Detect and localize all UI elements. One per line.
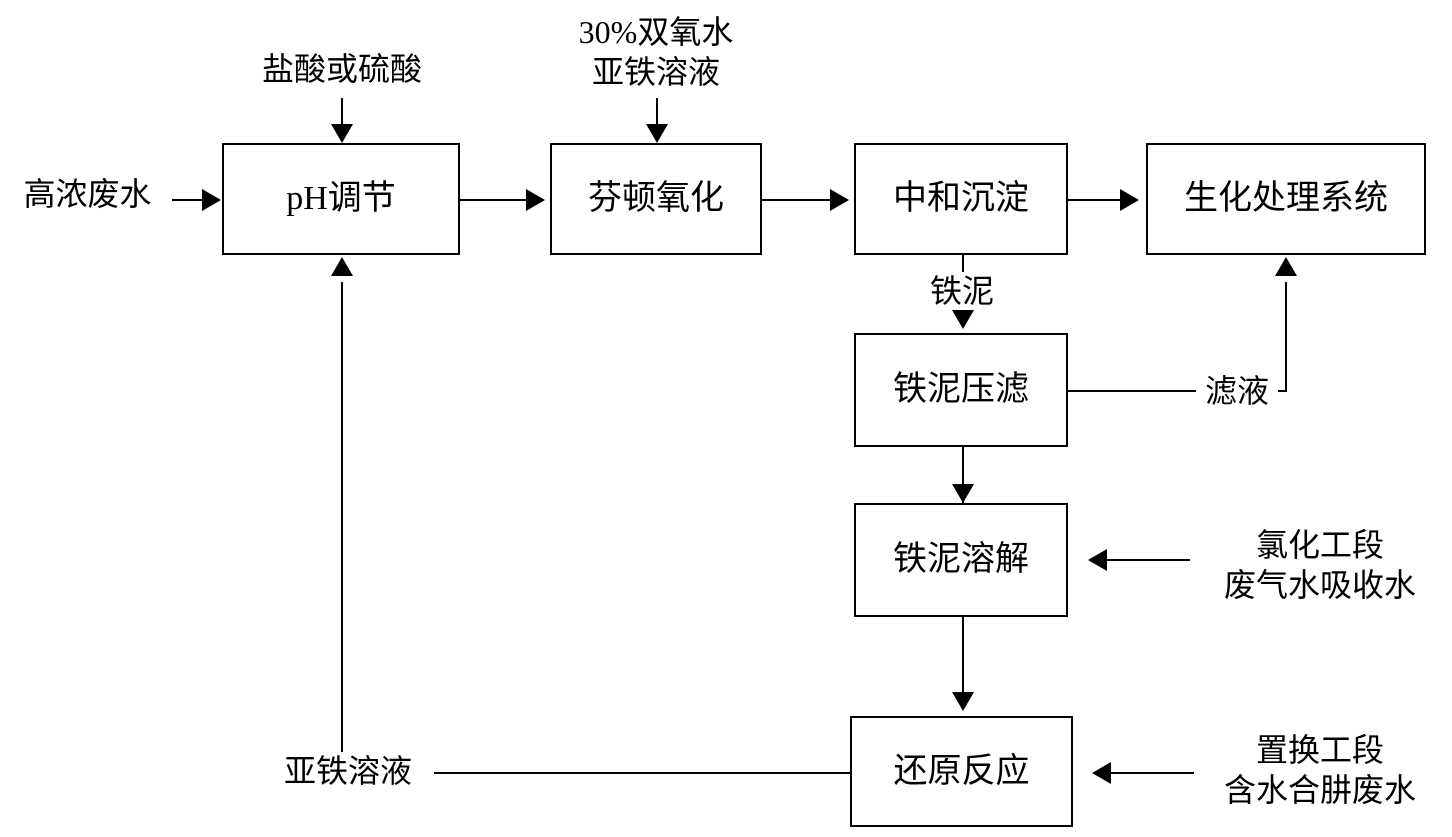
arrowhead-chlorination-to-dissolve [1088,549,1107,571]
label-peroxide-ferrous: 30%双氧水 亚铁溶液 [540,12,772,92]
arrowhead-displacement-to-reduce [1092,762,1111,784]
node-iron-sludge-filter-press[interactable]: 铁泥压滤 [854,333,1068,447]
label-displacement-line1: 置换工段 [1255,732,1384,768]
arrowhead-press-to-bio [1275,257,1297,276]
node-reduction-reaction-label: 还原反应 [893,752,1030,790]
node-iron-sludge-dissolution[interactable]: 铁泥溶解 [854,503,1068,617]
edge-reduce-to-ph-horizontal [341,772,852,774]
edge-displacement-to-reduce [1110,772,1194,774]
edge-acid-to-ph [341,98,343,128]
label-ferrous-return: 亚铁溶液 [262,752,434,791]
arrowhead-ph-to-fenton [526,189,545,211]
node-ph-adjust-label: pH调节 [286,180,396,218]
arrowhead-neutral-to-press [952,310,974,329]
label-acid: 盐酸或硫酸 [226,50,458,88]
node-reduction-reaction[interactable]: 还原反应 [850,716,1073,827]
label-ferrous-return-text: 亚铁溶液 [283,753,412,789]
node-biochemical-treatment-system-label: 生化处理系统 [1184,180,1388,218]
node-iron-sludge-dissolution-label: 铁泥溶解 [893,541,1029,579]
node-fenton-oxidation[interactable]: 芬顿氧化 [550,143,762,255]
edge-press-to-bio-vertical [1285,282,1287,392]
label-iron-sludge: 铁泥 [895,272,1029,311]
edge-press-to-bio-horizontal [1068,390,1285,392]
edge-chlorination-to-dissolve [1106,559,1190,561]
edge-dissolve-to-reduce [962,617,964,693]
edge-press-to-dissolve [962,447,964,503]
label-displacement-hydrazine-wastewater: 置换工段 含水合肼废水 [1200,730,1440,810]
label-peroxide-line2: 亚铁溶液 [591,54,720,90]
label-filtrate-text: 滤液 [1204,373,1269,409]
arrowhead-dissolve-to-reduce [952,692,974,711]
node-fenton-oxidation-label: 芬顿氧化 [588,180,724,218]
node-biochemical-treatment-system[interactable]: 生化处理系统 [1146,143,1426,255]
node-ph-adjust[interactable]: pH调节 [222,143,460,255]
node-neutralization-precipitation-label: 中和沉淀 [893,180,1029,218]
label-chlorination-absorption-water: 氯化工段 废气水吸收水 [1200,525,1440,605]
edge-reduce-to-ph-vertical [341,282,343,774]
label-iron-sludge-text: 铁泥 [929,273,994,309]
label-chlorination-line1: 氯化工段 [1255,527,1384,563]
edge-ph-to-fenton [460,199,528,201]
label-acid-text: 盐酸或硫酸 [261,51,422,87]
edge-fenton-to-neutral [762,199,832,201]
label-filtrate: 滤液 [1196,372,1278,411]
node-neutralization-precipitation[interactable]: 中和沉淀 [854,143,1068,255]
node-iron-sludge-filter-press-label: 铁泥压滤 [893,371,1029,409]
label-peroxide-line1: 30%双氧水 [578,14,734,50]
edge-influent-to-ph [172,199,204,201]
arrowhead-press-to-dissolve [952,484,974,503]
arrowhead-fenton-to-neutral [830,189,849,211]
label-influent-text: 高浓废水 [23,176,152,212]
label-chlorination-line2: 废气水吸收水 [1223,567,1416,603]
arrowhead-peroxide-to-fenton [646,124,668,143]
arrowhead-influent-to-ph [202,189,221,211]
label-influent: 高浓废水 [0,175,175,213]
label-displacement-line2: 含水合肼废水 [1223,772,1416,808]
edge-neutral-to-bio [1068,199,1122,201]
arrowhead-acid-to-ph [331,124,353,143]
arrowhead-reduce-to-ph [331,257,353,276]
edge-peroxide-to-fenton [656,98,658,128]
arrowhead-neutral-to-bio [1120,189,1139,211]
